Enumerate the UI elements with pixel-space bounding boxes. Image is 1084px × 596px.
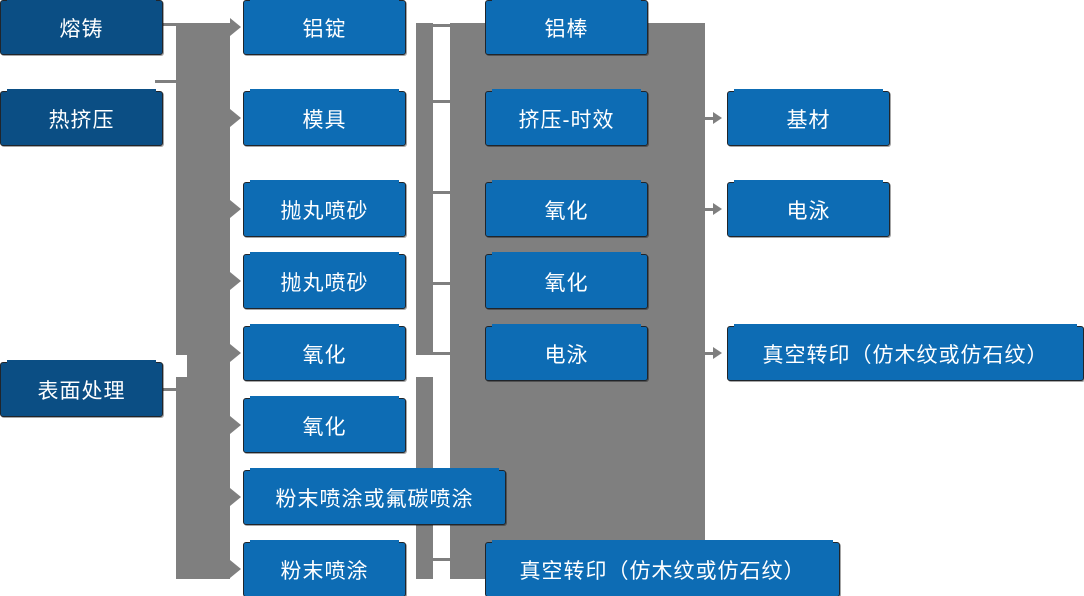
node-cap-c4n1 — [734, 89, 883, 92]
arrow-bus-to-c2n1 — [230, 18, 241, 36]
node-c1n3[interactable]: 表面处理 — [0, 360, 163, 417]
node-label-c3n4: 氧化 — [544, 271, 589, 295]
arrow-to-c4n3 — [713, 347, 722, 359]
node-c1n2[interactable]: 热挤压 — [0, 89, 163, 146]
arrow-bus-to-c2n3 — [230, 200, 241, 218]
node-c2n4[interactable]: 抛丸喷砂 — [243, 252, 406, 309]
node-cap-c4n3 — [734, 324, 1077, 327]
tie-line-3 — [433, 191, 451, 194]
node-label-c1n2: 热挤压 — [48, 108, 115, 132]
node-c2n3[interactable]: 抛丸喷砂 — [243, 180, 406, 237]
node-c3n3[interactable]: 氧化 — [485, 180, 648, 237]
tie-line-1 — [433, 24, 451, 27]
node-cap-c1n2 — [7, 89, 156, 92]
node-label-c3n1: 铝棒 — [544, 17, 589, 41]
connector-left-bus — [176, 23, 230, 579]
tie-line-5 — [433, 352, 451, 355]
node-c4n2[interactable]: 电泳 — [727, 180, 890, 237]
node-c3n4[interactable]: 氧化 — [485, 252, 648, 309]
node-c4n3[interactable]: 真空转印（仿木纹或仿石纹） — [727, 324, 1084, 381]
stem-to-c4n3 — [705, 352, 717, 355]
node-c4n1[interactable]: 基材 — [727, 89, 890, 146]
node-cap-c3n1 — [492, 0, 641, 1]
node-cap-c1n3 — [7, 360, 156, 363]
node-label-c4n3: 真空转印（仿木纹或仿石纹） — [762, 343, 1049, 367]
connector-mid-collector-upper — [416, 23, 433, 355]
node-cap-c2n7 — [250, 468, 499, 471]
arrow-to-c4n1 — [713, 112, 722, 124]
node-label-c2n4: 抛丸喷砂 — [280, 271, 369, 295]
arrow-bus-to-c2n7 — [230, 488, 241, 506]
node-cap-c3n5 — [492, 324, 641, 327]
node-cap-c3n4 — [492, 252, 641, 255]
node-label-c4n1: 基材 — [786, 108, 831, 132]
node-cap-c1n1 — [7, 0, 156, 1]
node-cap-c2n5 — [250, 324, 399, 327]
node-label-c4n2: 电泳 — [786, 199, 831, 223]
stem-to-c4n2 — [705, 208, 717, 211]
bus-gap-band-4 — [433, 285, 450, 350]
node-cap-c3n6 — [492, 540, 833, 543]
arrow-bus-to-c2n6 — [230, 416, 241, 434]
node-c3n6[interactable]: 真空转印（仿木纹或仿石纹） — [485, 540, 840, 596]
node-c3n2[interactable]: 挤压-时效 — [485, 89, 648, 146]
node-c3n5[interactable]: 电泳 — [485, 324, 648, 381]
node-label-c2n6: 氧化 — [302, 415, 347, 439]
node-c3n1[interactable]: 铝棒 — [485, 0, 648, 55]
node-c2n6[interactable]: 氧化 — [243, 396, 406, 453]
node-c2n2[interactable]: 模具 — [243, 89, 406, 146]
stem-to-c4n1 — [705, 117, 717, 120]
arrow-bus-to-c2n4 — [230, 272, 241, 290]
node-cap-c2n8 — [250, 540, 399, 543]
node-cap-c3n3 — [492, 180, 641, 183]
node-label-c1n3: 表面处理 — [37, 379, 126, 403]
connector-left-bus-notch — [163, 355, 187, 377]
arrow-bus-to-c2n2 — [230, 109, 241, 127]
node-c2n8[interactable]: 粉末喷涂 — [243, 540, 406, 596]
node-c1n1[interactable]: 熔铸 — [0, 0, 163, 55]
node-label-c3n6: 真空转印（仿木纹或仿石纹） — [519, 559, 806, 583]
tie-line-4 — [433, 282, 451, 285]
arrow-to-c4n2 — [713, 203, 722, 215]
node-c2n7[interactable]: 粉末喷涂或氟碳喷涂 — [243, 468, 506, 525]
node-label-c1n1: 熔铸 — [59, 17, 104, 41]
node-label-c2n1: 铝锭 — [302, 17, 347, 41]
node-label-c3n3: 氧化 — [544, 199, 589, 223]
bus-gap-band-1 — [433, 26, 450, 100]
connector-extrude-stem — [155, 80, 179, 83]
connector-surface-stem — [163, 388, 187, 391]
bus-gap-band-6 — [433, 561, 450, 579]
bus-gap-band-3 — [433, 194, 450, 282]
connector-melt-stem — [155, 23, 179, 26]
node-cap-c4n2 — [734, 180, 883, 183]
node-label-c2n5: 氧化 — [302, 343, 347, 367]
arrow-bus-to-c2n5 — [230, 344, 241, 362]
node-cap-c2n1 — [250, 0, 399, 1]
node-label-c3n2: 挤压-时效 — [518, 108, 615, 132]
node-cap-c3n2 — [492, 89, 641, 92]
node-c2n5[interactable]: 氧化 — [243, 324, 406, 381]
bus-gap-band-5 — [433, 356, 450, 558]
node-c2n1[interactable]: 铝锭 — [243, 0, 406, 55]
node-cap-c2n3 — [250, 180, 399, 183]
node-label-c2n3: 抛丸喷砂 — [280, 199, 369, 223]
bus-gap-band-2 — [433, 103, 450, 191]
node-cap-c2n4 — [250, 252, 399, 255]
node-label-c2n7: 粉末喷涂或氟碳喷涂 — [275, 487, 474, 511]
arrow-bus-to-c2n8 — [230, 560, 241, 578]
node-label-c3n5: 电泳 — [544, 343, 589, 367]
node-label-c2n8: 粉末喷涂 — [280, 559, 369, 583]
node-cap-c2n2 — [250, 89, 399, 92]
node-cap-c2n6 — [250, 396, 399, 399]
node-label-c2n2: 模具 — [302, 108, 347, 132]
tie-line-2 — [433, 100, 451, 103]
tie-line-6 — [433, 558, 451, 561]
